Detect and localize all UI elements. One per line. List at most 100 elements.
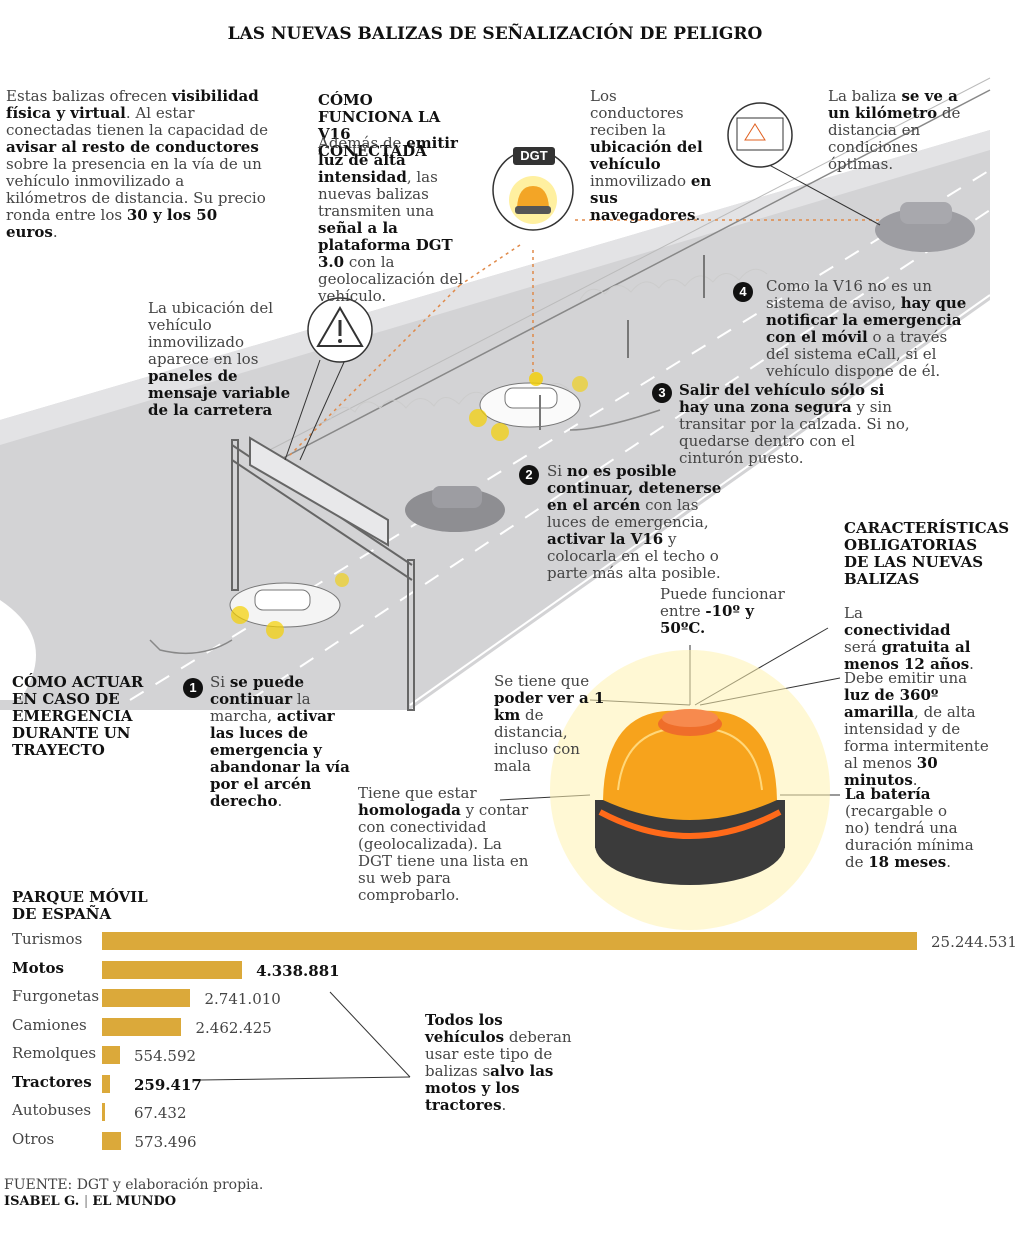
text-segment: Estas balizas ofrecen xyxy=(6,87,172,105)
bold-text: La batería xyxy=(845,785,931,803)
text-segment: . Al estar conectadas tienen la capacida… xyxy=(6,104,269,139)
bar-value-label: 2.462.425 xyxy=(195,1018,272,1037)
text-segment: y sin transitar por la calzada. Si no, q… xyxy=(679,398,910,467)
credit: ISABEL G. | EL MUNDO xyxy=(4,1194,177,1209)
step-3-badge: 3 xyxy=(652,383,672,403)
luz-text: Debe emitir una luz de 360º amarilla, de… xyxy=(844,670,989,789)
bold-text: activar las luces de emergencia xyxy=(210,707,335,759)
bar-category-label: Autobuses xyxy=(12,1101,92,1119)
parque-heading: PARQUE MÓVIL DE ESPAÑA xyxy=(12,888,148,923)
page-title: LAS NUEVAS BALIZAS DE SEÑALIZACIÓN DE PE… xyxy=(227,24,763,44)
step-4-badge: 4 xyxy=(733,282,753,302)
text-segment: de distancia en condiciones óptimas. xyxy=(828,104,961,173)
text-segment: . xyxy=(52,223,58,241)
bar-category-label: Furgonetas xyxy=(12,987,100,1005)
bateria-text: La batería (recargable o no) tendrá una … xyxy=(845,786,975,871)
text-segment: La ubicación del vehículo inmovilizado a… xyxy=(148,299,274,368)
beacon-illustration xyxy=(550,650,830,930)
bar-category-label: Tractores xyxy=(12,1072,92,1091)
bold-text: 30 minutos xyxy=(844,754,938,789)
bar-turismos xyxy=(102,932,917,950)
car-1 xyxy=(229,573,349,639)
bar-camiones xyxy=(102,1017,182,1036)
source-text: FUENTE: DGT y elaboración propia. xyxy=(4,1177,264,1193)
bold-text: gratuita al menos 12 años xyxy=(844,638,971,673)
bold-text: ubicación del vehículo xyxy=(590,138,703,173)
text-segment: , las nuevas balizas transmiten una xyxy=(318,168,438,220)
bold-text: se ve a un kilómetro xyxy=(828,87,958,122)
caracteristicas-heading: CARACTERÍSTICAS OBLIGATORIAS DE LAS NUEV… xyxy=(844,519,1010,588)
text-segment: . xyxy=(969,655,974,673)
dgt-label: DGT xyxy=(513,147,555,165)
bold-text: emitir luz de alta intensidad xyxy=(318,134,458,186)
credit-author: ISABEL G. xyxy=(4,1194,80,1209)
bold-text: poder ver a 1 km xyxy=(494,689,605,724)
text-segment: de distancia, incluso con mala xyxy=(494,706,580,775)
text-segment: Si xyxy=(210,673,230,691)
intro-text: Estas balizas ofrecen visibilidad física… xyxy=(6,88,268,241)
bold-text: avisar al resto de conductores xyxy=(6,138,259,156)
bar-value-label: 4.338.881 xyxy=(256,961,340,980)
bold-text: 18 meses xyxy=(868,853,947,871)
text-segment: la marcha, xyxy=(210,690,311,725)
text-segment: con la geolocalización del vehículo. xyxy=(318,253,464,305)
bold-text: luz de 360º amarilla xyxy=(844,686,939,721)
bar-motos xyxy=(102,960,243,979)
bold-text: Salir del vehículo sólo si hay una zona … xyxy=(679,381,885,416)
temperatura-text: Puede funcionar entre -10º y 50ºC. xyxy=(660,586,790,637)
bold-text: no es posible continuar, detenerse en el… xyxy=(547,462,722,514)
text-segment: . xyxy=(501,1096,507,1114)
kilometro-text: La baliza se ve a un kilómetro de distan… xyxy=(828,88,968,173)
text-segment: Se tiene que xyxy=(494,672,590,690)
bar-category-label: Turismos xyxy=(12,930,83,948)
bar-category-label: Motos xyxy=(12,958,64,977)
text-segment: Debe emitir una xyxy=(844,669,968,687)
paneles-text: La ubicación del vehículo inmovilizado a… xyxy=(148,300,298,419)
text-segment: será xyxy=(844,638,882,656)
bar-value-label: 67.432 xyxy=(134,1104,187,1122)
road-illustration xyxy=(0,77,991,1081)
car-3 xyxy=(469,372,588,441)
bar-value-label: 554.592 xyxy=(134,1047,197,1065)
bold-text: y abandonar la vía por el arcén xyxy=(210,741,350,793)
text-segment: . xyxy=(912,771,918,789)
bar-category-label: Otros xyxy=(12,1129,55,1148)
text-segment: , de alta intensidad y de forma intermit… xyxy=(844,703,989,772)
car-2 xyxy=(405,486,505,532)
text-segment: . xyxy=(946,853,951,871)
bold-text: conectividad xyxy=(844,621,951,639)
bar-category-label: Remolques xyxy=(12,1044,97,1062)
text-segment: inmovilizado xyxy=(590,172,691,190)
bar-furgonetas xyxy=(102,989,191,1007)
step-3-text: Salir del vehículo sólo si hay una zona … xyxy=(679,382,914,467)
parque-note: Todos los vehículos deberan usar este ti… xyxy=(425,1012,585,1114)
credit-publication: EL MUNDO xyxy=(92,1194,177,1209)
distancia-text: Se tiene que poder ver a 1 km de distanc… xyxy=(494,673,609,775)
bold-text: en sus navegadores xyxy=(590,172,712,224)
text-segment: con las luces de emergencia, xyxy=(547,496,709,531)
step-1-text: Si se puede continuar la marcha, activar… xyxy=(210,674,360,810)
text-segment: La baliza xyxy=(828,87,902,105)
bar-value-label: 2.741.010 xyxy=(204,990,281,1008)
bar-tractores xyxy=(102,1074,111,1093)
conductores-text: Los conductores reciben la ubicación del… xyxy=(590,88,715,224)
bold-text: alvo las motos y los tractores xyxy=(425,1062,554,1114)
text-segment: Tiene que estar xyxy=(358,784,477,802)
homologada-text: Tiene que estar homologada y contar con … xyxy=(358,785,538,904)
bold-text: derecho xyxy=(210,792,278,810)
bar-remolques xyxy=(102,1046,120,1064)
bold-text: Todos los vehículos xyxy=(425,1011,505,1046)
bold-text: homologada xyxy=(358,801,461,819)
text-segment: sobre la presencia en la vía de un vehíc… xyxy=(6,155,266,224)
conectividad-text: La conectividad será gratuita al menos 1… xyxy=(844,605,974,673)
text-segment: Además de xyxy=(318,134,407,152)
text-segment: (recargable o no) tendrá una duración mí… xyxy=(845,802,974,871)
text-segment: . xyxy=(695,206,701,224)
text-segment: La xyxy=(844,604,863,622)
text-segment: Como la V16 no es un sistema de aviso, xyxy=(766,277,932,312)
como-funciona-text: Además de emitir luz de alta intensidad,… xyxy=(318,135,478,305)
text-segment: Puede funcionar entre xyxy=(660,585,785,620)
bar-category-label: Camiones xyxy=(12,1015,87,1034)
step-2-badge: 2 xyxy=(519,465,539,485)
text-segment: y contar con conectividad (geolocalizada… xyxy=(358,801,529,904)
